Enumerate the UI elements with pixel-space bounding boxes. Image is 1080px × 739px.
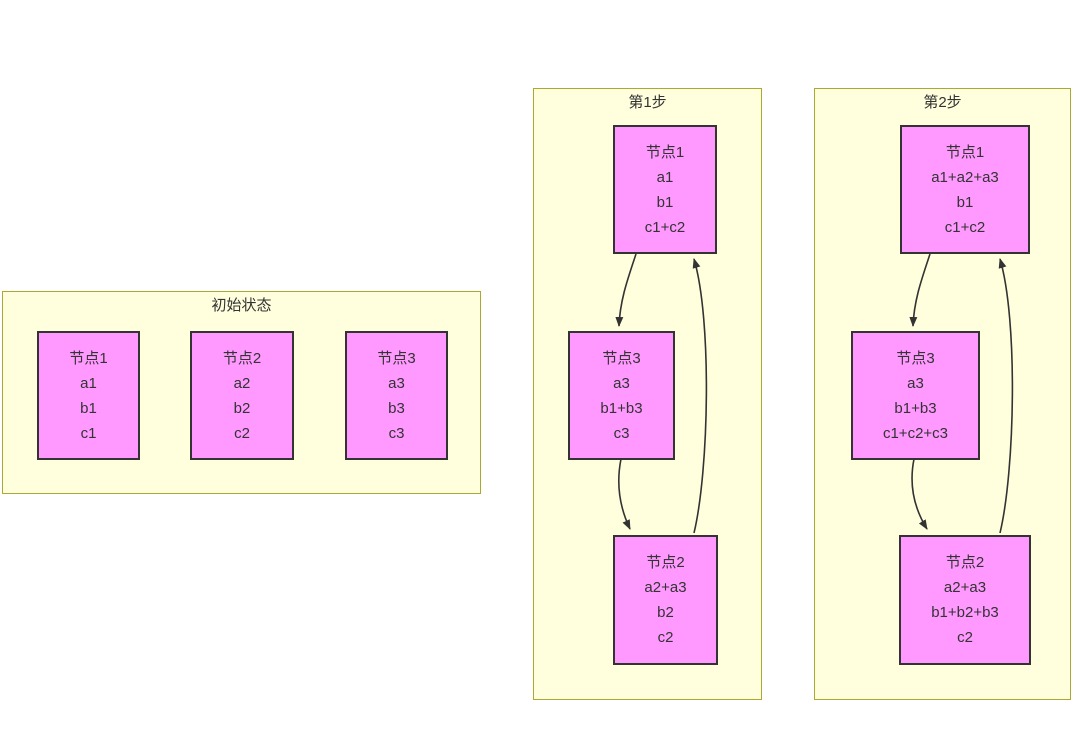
node-line: a2+a3 [943, 579, 987, 596]
node-title: 节点3 [377, 349, 416, 367]
step2-node-2: 节点2 a2+a3 b1+b2+b3 c2 [899, 535, 1031, 665]
node-line: b1+b3 [600, 399, 643, 417]
group-step-2: 第2步 节点1 a1+a2+a3 b1 c1+c2 节点3 a3 b1+b3 c… [814, 88, 1071, 700]
node-line: a3 [388, 374, 405, 392]
group-title-initial-state: 初始状态 [211, 297, 272, 314]
node-line: a1 [80, 374, 97, 392]
node-line: c1+c2 [644, 218, 686, 236]
node-line: a1+a2+a3 [931, 168, 999, 186]
step1-node-2: 节点2 a2+a3 b2 c2 [613, 535, 718, 665]
node-line: c1+c2 [944, 218, 986, 236]
node-line: b3 [388, 399, 405, 417]
node-title: 节点1 [645, 143, 685, 161]
node-title: 节点1 [69, 349, 108, 367]
node-line: b1 [656, 193, 674, 211]
node-line: b1 [956, 193, 974, 211]
node-line: c2 [657, 629, 674, 646]
step2-node-3: 节点3 a3 b1+b3 c1+c2+c3 [851, 331, 980, 460]
group-title-step-2: 第2步 [923, 94, 962, 111]
node-line: a2+a3 [644, 579, 687, 596]
node-line: b1+b2+b3 [931, 604, 999, 621]
node-line: a3 [907, 374, 924, 392]
step1-node-3: 节点3 a3 b1+b3 c3 [568, 331, 675, 460]
node-line: c2 [957, 629, 973, 646]
initial-node-2: 节点2 a2 b2 c2 [190, 331, 294, 460]
node-title: 节点2 [945, 554, 985, 571]
step2-node-1: 节点1 a1+a2+a3 b1 c1+c2 [900, 125, 1030, 254]
node-line: b1+b3 [894, 399, 937, 417]
node-line: c1 [80, 424, 97, 442]
node-line: a1 [656, 168, 674, 186]
node-title: 节点2 [646, 554, 685, 571]
step1-node-1: 节点1 a1 b1 c1+c2 [613, 125, 717, 254]
node-line: c3 [613, 424, 630, 442]
group-initial-state: 初始状态 节点1 a1 b1 c1 节点2 a2 b2 c2 节点3 a3 b3… [2, 291, 481, 494]
node-line: b2 [233, 399, 251, 417]
node-title: 节点3 [602, 349, 641, 367]
node-line: c1+c2+c3 [882, 424, 949, 442]
node-line: b2 [657, 604, 674, 621]
node-title: 节点2 [222, 349, 262, 367]
node-line: a2 [233, 374, 251, 392]
group-title-step-1: 第1步 [628, 94, 667, 111]
node-title: 节点1 [945, 143, 985, 161]
node-line: b1 [80, 399, 97, 417]
initial-node-1: 节点1 a1 b1 c1 [37, 331, 140, 460]
node-title: 节点3 [896, 349, 935, 367]
node-line: c2 [234, 424, 250, 442]
node-line: a3 [613, 374, 630, 392]
group-step-1: 第1步 节点1 a1 b1 c1+c2 节点3 a3 b1+b3 c3 节点2 … [533, 88, 762, 700]
node-line: c3 [388, 424, 405, 442]
initial-node-3: 节点3 a3 b3 c3 [345, 331, 448, 460]
